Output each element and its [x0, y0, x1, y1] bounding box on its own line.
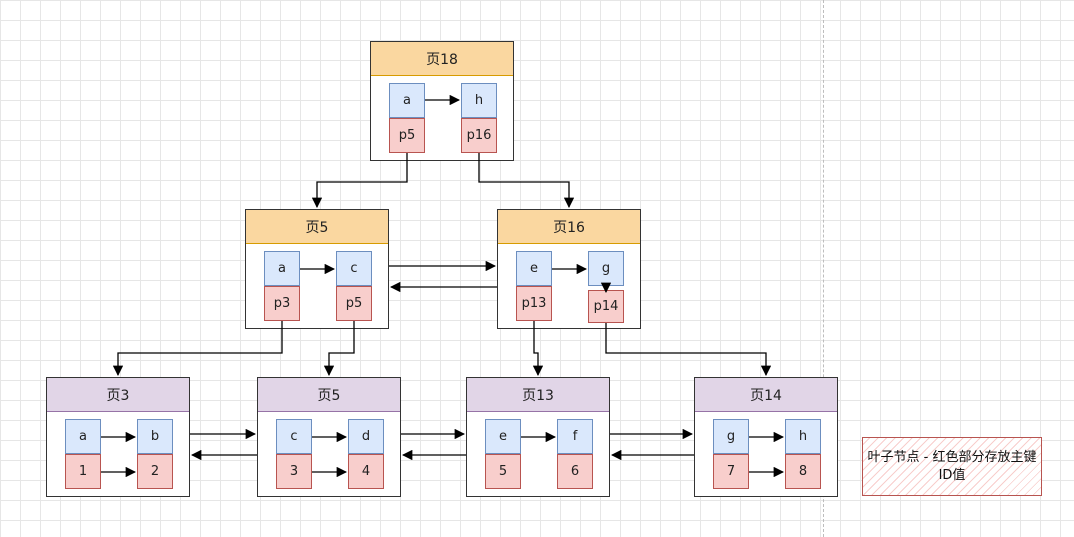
page-18-key-2: h: [461, 83, 497, 118]
leaf-page-14-key-2: h: [785, 419, 821, 454]
page-18-value-2: p16: [461, 118, 497, 153]
leaf-page-5-key-2: d: [348, 419, 384, 454]
page-16-value-1: p13: [516, 286, 552, 321]
page-16-key-1: e: [516, 251, 552, 286]
leaf-page-14-key-1: g: [713, 419, 749, 454]
link-p18-to-p16: [478, 153, 575, 209]
leaf-page-13-key-2: f: [557, 419, 593, 454]
leaf-page-13-value-2: 6: [557, 454, 593, 489]
link-p5-to-l5: [323, 321, 355, 377]
page-18-key-1: a: [389, 83, 425, 118]
leaf-page-3-key-1: a: [65, 419, 101, 454]
page-16-key-2: g: [588, 251, 624, 286]
link-p18-to-p5: [311, 153, 408, 209]
legend-note: 叶子节点 - 红色部分存放主键ID值: [862, 437, 1042, 496]
leaf-page-5-header: 页5: [258, 378, 400, 412]
legend-note-text: 叶子节点 - 红色部分存放主键ID值: [867, 449, 1037, 483]
leaf-page-14-value-1: 7: [713, 454, 749, 489]
page-18-value-1: p5: [389, 118, 425, 153]
leaf-page-14-header: 页14: [695, 378, 837, 412]
link-p16-to-l14: [605, 323, 772, 377]
leaf-page-3-header: 页3: [47, 378, 189, 412]
link-p16-to-l13: [532, 321, 544, 377]
link-p5-to-l3: [112, 321, 283, 377]
leaf-page-13-header: 页13: [467, 378, 609, 412]
page-5-internal-header: 页5: [246, 210, 388, 244]
page-5-internal-value-2: p5: [336, 286, 372, 321]
page-5-internal-key-1: a: [264, 251, 300, 286]
leaf-page-3-value-2: 2: [137, 454, 173, 489]
leaf-page-5-key-1: c: [276, 419, 312, 454]
page-divider: [823, 0, 824, 537]
leaf-page-3-value-1: 1: [65, 454, 101, 489]
leaf-page-14-value-2: 8: [785, 454, 821, 489]
page-16-header: 页16: [498, 210, 640, 244]
leaf-page-13-value-1: 5: [485, 454, 521, 489]
leaf-page-13-key-1: e: [485, 419, 521, 454]
leaf-page-3-key-2: b: [137, 419, 173, 454]
page-16-value-2: p14: [588, 290, 624, 323]
page-5-internal-value-1: p3: [264, 286, 300, 321]
leaf-page-5-value-2: 4: [348, 454, 384, 489]
leaf-page-5-value-1: 3: [276, 454, 312, 489]
page-5-internal-key-2: c: [336, 251, 372, 286]
page-18-header: 页18: [371, 42, 513, 76]
